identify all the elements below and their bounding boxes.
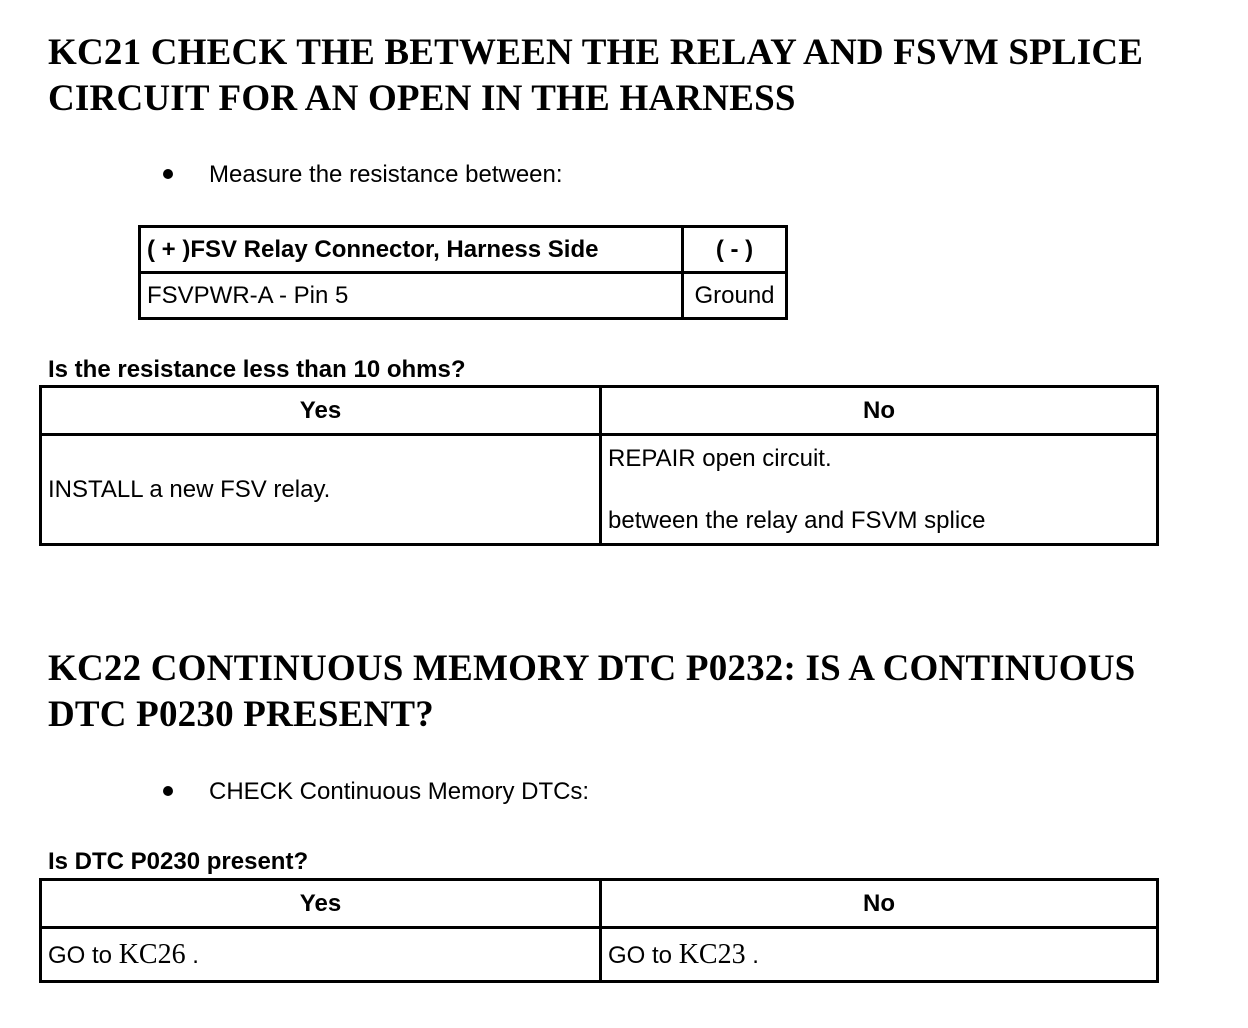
bullet-item: CHECK Continuous Memory DTCs: (163, 777, 589, 807)
answer-no-line-1: REPAIR open circuit. (608, 444, 832, 472)
link-kc23[interactable]: KC23 (678, 938, 746, 970)
answer-header-yes: Yes (39, 878, 602, 929)
go-to-text: GO to (608, 941, 673, 969)
section-heading-kc21: KC21 CHECK THE BETWEEN THE RELAY AND FSV… (48, 32, 1144, 119)
measure-header-positive: ( + )FSV Relay Connector, Harness Side (138, 225, 684, 274)
measure-cell-pin: FSVPWR-A - Pin 5 (138, 271, 684, 320)
answer-cell-no: REPAIR open circuit. between the relay a… (599, 433, 1159, 546)
period-text: . (752, 941, 759, 969)
period-text: . (192, 941, 199, 969)
bullet-icon (163, 168, 173, 179)
measure-table: ( + )FSV Relay Connector, Harness Side (… (138, 225, 788, 320)
link-kc26[interactable]: KC26 (118, 938, 186, 970)
bullet-icon (163, 785, 173, 796)
answer-header-yes: Yes (39, 385, 602, 436)
answer-table-kc21: Yes No INSTALL a new FSV relay. REPAIR o… (39, 385, 1159, 546)
answer-cell-no: GO to KC23 . (599, 926, 1159, 983)
section-heading-kc22: KC22 CONTINUOUS MEMORY DTC P0232: IS A C… (48, 648, 1136, 735)
question-dtc: Is DTC P0230 present? (48, 848, 309, 875)
measure-header-negative: ( - ) (681, 225, 788, 274)
measure-cell-ground: Ground (681, 271, 788, 320)
answer-cell-yes: INSTALL a new FSV relay. (39, 433, 602, 546)
bullet-text: Measure the resistance between: (209, 161, 563, 188)
answer-no-line-2: between the relay and FSVM splice (608, 506, 986, 534)
answer-cell-yes: GO to KC26 . (39, 926, 602, 983)
question-resistance: Is the resistance less than 10 ohms? (48, 356, 466, 383)
answer-table-kc22: Yes No GO to KC26 . GO to KC23 . (39, 878, 1159, 983)
bullet-text: CHECK Continuous Memory DTCs: (209, 778, 590, 805)
go-to-text: GO to (48, 941, 113, 969)
bullet-item: Measure the resistance between: (163, 160, 563, 190)
answer-header-no: No (599, 878, 1159, 929)
answer-header-no: No (599, 385, 1159, 436)
